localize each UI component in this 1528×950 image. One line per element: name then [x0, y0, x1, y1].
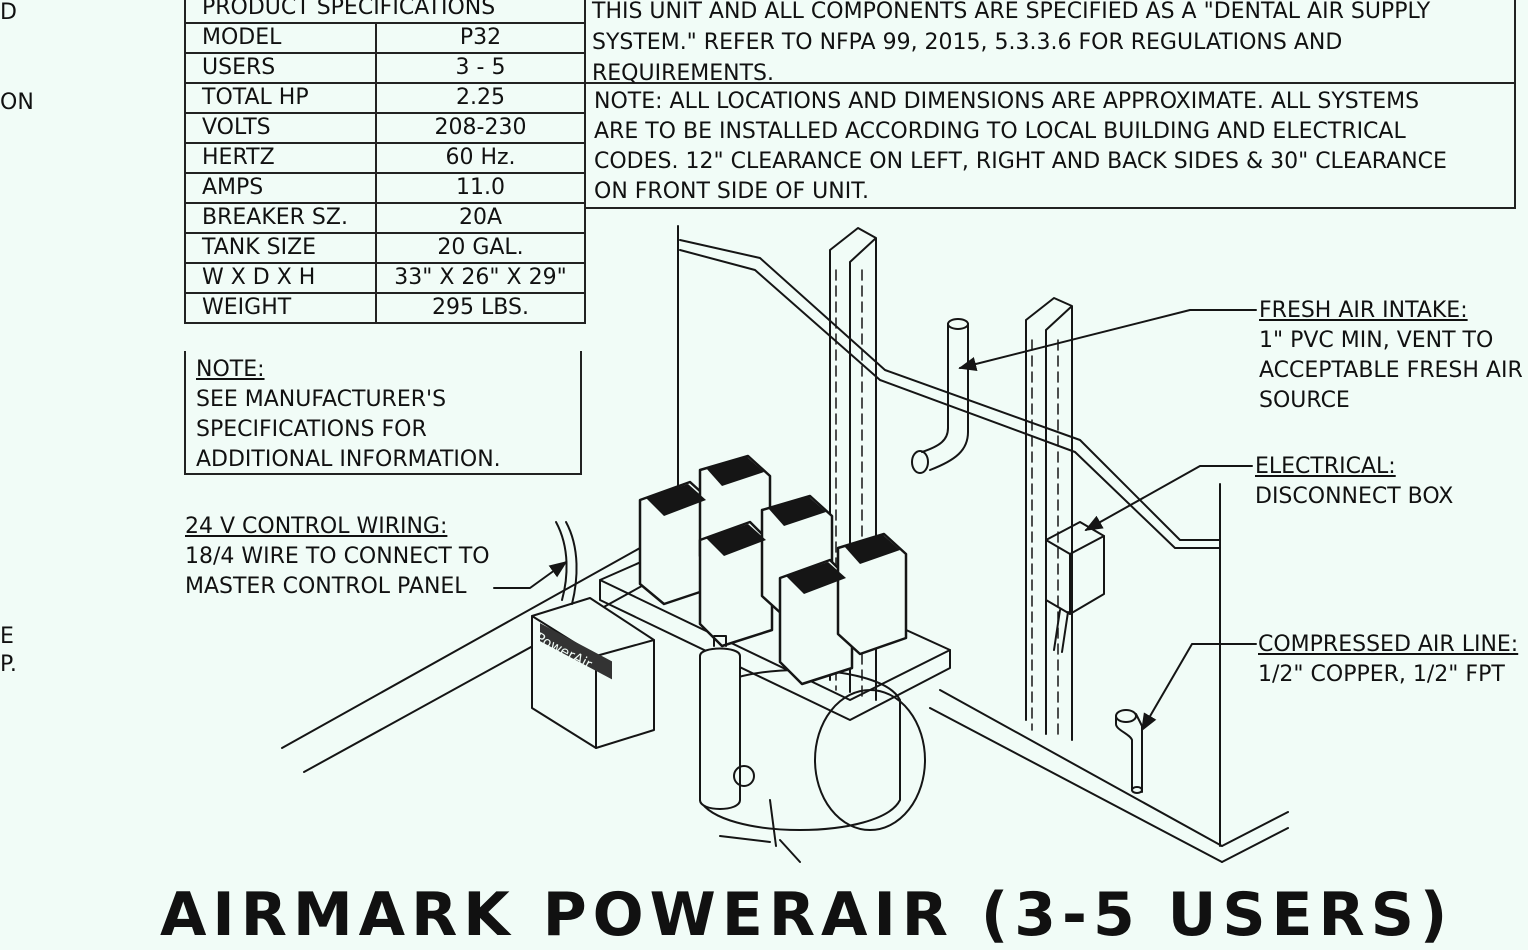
compressed-air-callout: COMPRESSED AIR LINE: 1/2" COPPER, 1/2" F… — [1258, 630, 1518, 690]
note-line: REQUIREMENTS. — [592, 61, 775, 86]
note-line: NOTE: ALL LOCATIONS AND DIMENSIONS ARE A… — [594, 89, 1420, 114]
spec-header-row: PRODUCT SPECIFICATIONS — [184, 0, 586, 24]
cropped-text-fragment: D — [0, 0, 17, 25]
fresh-air-intake-callout: FRESH AIR INTAKE: 1" PVC MIN, VENT TO AC… — [1259, 296, 1523, 416]
spec-label: BREAKER SZ. — [184, 202, 377, 234]
note-line: ON FRONT SIDE OF UNIT. — [594, 179, 870, 204]
dental-air-note-box: THIS UNIT AND ALL COMPONENTS ARE SPECIFI… — [584, 0, 1516, 86]
spec-label: AMPS — [184, 172, 377, 204]
spec-note-line: SEE MANUFACTURER'S — [196, 387, 447, 412]
callout-title: ELECTRICAL: — [1255, 454, 1396, 479]
spec-label: WEIGHT — [184, 292, 377, 324]
fresh-air-pipe — [911, 318, 969, 474]
callout-line: SOURCE — [1259, 388, 1350, 413]
compressor-unit — [531, 454, 951, 863]
callout-title: COMPRESSED AIR LINE: — [1258, 632, 1519, 657]
spec-value: 208-230 — [375, 112, 586, 144]
spec-value: 3 - 5 — [375, 52, 586, 84]
spec-value: 2.25 — [375, 82, 586, 114]
note-line: SYSTEM." REFER TO NFPA 99, 2015, 5.3.3.6… — [592, 30, 1343, 55]
spec-value: 295 LBS. — [375, 292, 586, 324]
spec-note-line: ADDITIONAL INFORMATION. — [196, 447, 501, 472]
spec-label: TANK SIZE — [184, 232, 377, 264]
electrical-callout: ELECTRICAL: DISCONNECT BOX — [1255, 452, 1453, 512]
drawing-title: AIRMARK POWERAIR (3-5 USERS) — [160, 880, 1454, 950]
spec-header: PRODUCT SPECIFICATIONS — [184, 0, 586, 24]
note-line: THIS UNIT AND ALL COMPONENTS ARE SPECIFI… — [592, 0, 1431, 24]
leader-lines — [493, 309, 1257, 732]
callout-title: FRESH AIR INTAKE: — [1259, 298, 1468, 323]
callout-line: ACCEPTABLE FRESH AIR — [1259, 358, 1523, 383]
spec-value: 20A — [375, 202, 586, 234]
spec-value: 20 GAL. — [375, 232, 586, 264]
callout-title: 24 V CONTROL WIRING: — [185, 514, 448, 539]
spec-label: USERS — [184, 52, 377, 84]
wall-outline — [679, 239, 1221, 549]
spec-note-title: NOTE: — [196, 357, 265, 382]
note-line: ARE TO BE INSTALLED ACCORDING TO LOCAL B… — [594, 119, 1406, 144]
spec-note-box: NOTE: SEE MANUFACTURER'S SPECIFICATIONS … — [184, 351, 582, 475]
cropped-text-fragment: ON — [0, 90, 34, 115]
spec-label: VOLTS — [184, 112, 377, 144]
control-wiring-callout: 24 V CONTROL WIRING: 18/4 WIRE TO CONNEC… — [185, 512, 490, 602]
location-note-box: NOTE: ALL LOCATIONS AND DIMENSIONS ARE A… — [584, 84, 1516, 209]
spec-value: P32 — [375, 22, 586, 54]
spec-label: MODEL — [184, 22, 377, 54]
callout-line: MASTER CONTROL PANEL — [185, 574, 467, 599]
cropped-text-fragment: P. — [0, 652, 17, 677]
installation-drawing — [281, 225, 1289, 863]
compressed-air-stub — [1115, 709, 1143, 794]
callout-line: 18/4 WIRE TO CONNECT TO — [185, 544, 490, 569]
spec-label: TOTAL HP — [184, 82, 377, 114]
callout-line: 1/2" COPPER, 1/2" FPT — [1258, 662, 1505, 687]
spec-value: 33" X 26" X 29" — [375, 262, 586, 294]
callout-line: DISCONNECT BOX — [1255, 484, 1454, 509]
spec-value: 11.0 — [375, 172, 586, 204]
cropped-text-fragment: E — [0, 624, 14, 649]
disconnect-box — [1045, 521, 1105, 653]
callout-line: 1" PVC MIN, VENT TO — [1259, 328, 1494, 353]
spec-note-line: SPECIFICATIONS FOR — [196, 417, 427, 442]
table-row: BREAKER SZ.20A — [184, 202, 586, 234]
spec-value: 60 Hz. — [375, 142, 586, 174]
spec-label: W X D X H — [184, 262, 377, 294]
note-line: CODES. 12" CLEARANCE ON LEFT, RIGHT AND … — [594, 149, 1447, 174]
spec-label: HERTZ — [184, 142, 377, 174]
